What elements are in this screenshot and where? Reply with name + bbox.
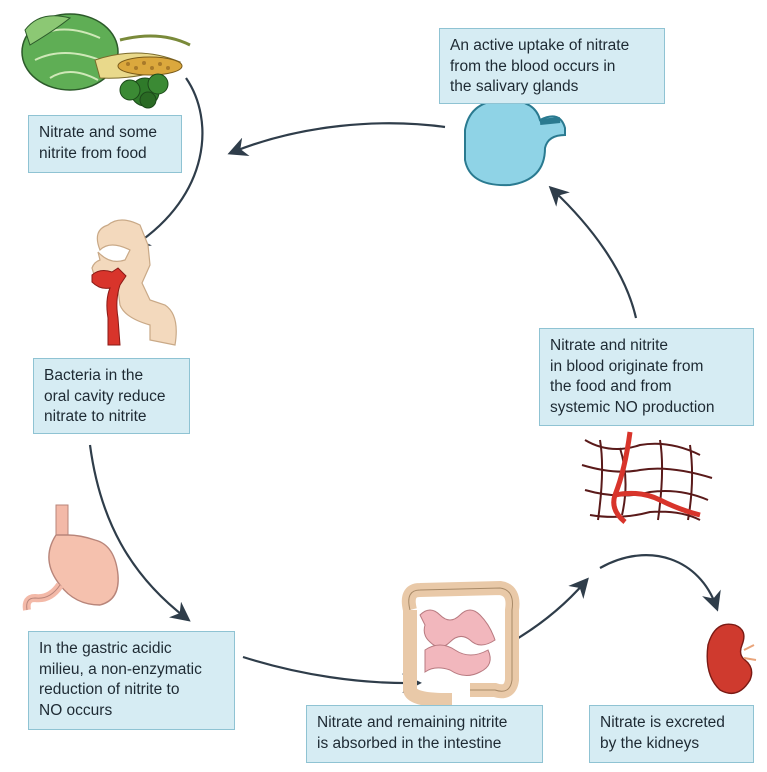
step-food-label: Nitrate and some nitrite from food <box>28 115 182 173</box>
arrow-food-to-oral <box>130 77 204 249</box>
step-saliva-label: An active uptake of nitrate from the blo… <box>439 28 665 104</box>
stomach-illustration <box>22 504 119 611</box>
salivary-gland-illustration <box>464 98 566 187</box>
intestine-illustration <box>401 580 520 707</box>
step-oral-label: Bacteria in the oral cavity reduce nitra… <box>33 358 190 434</box>
step-gastric-label: In the gastric acidic milieu, a non-enzy… <box>28 631 235 730</box>
blood-vessels-illustration <box>581 431 713 524</box>
head-illustration <box>91 219 177 346</box>
cycle-arrows <box>88 77 721 694</box>
arrow-gastric-to-intestine <box>242 655 422 694</box>
arrow-oral-to-gastric <box>88 444 191 622</box>
arrow-to-kidney <box>599 554 721 612</box>
kidney-illustration <box>706 623 757 694</box>
arrow-intestine-to-kidney-path <box>514 577 589 641</box>
step-intestine-label: Nitrate and remaining nitrite is absorbe… <box>306 705 543 763</box>
step-kidney-label: Nitrate is excreted by the kidneys <box>589 705 754 763</box>
step-blood-label: Nitrate and nitrite in blood originate f… <box>539 328 754 426</box>
arrow-saliva-to-food <box>227 122 446 157</box>
arrow-blood-to-saliva <box>548 185 638 319</box>
vegetables-illustration <box>21 13 191 109</box>
